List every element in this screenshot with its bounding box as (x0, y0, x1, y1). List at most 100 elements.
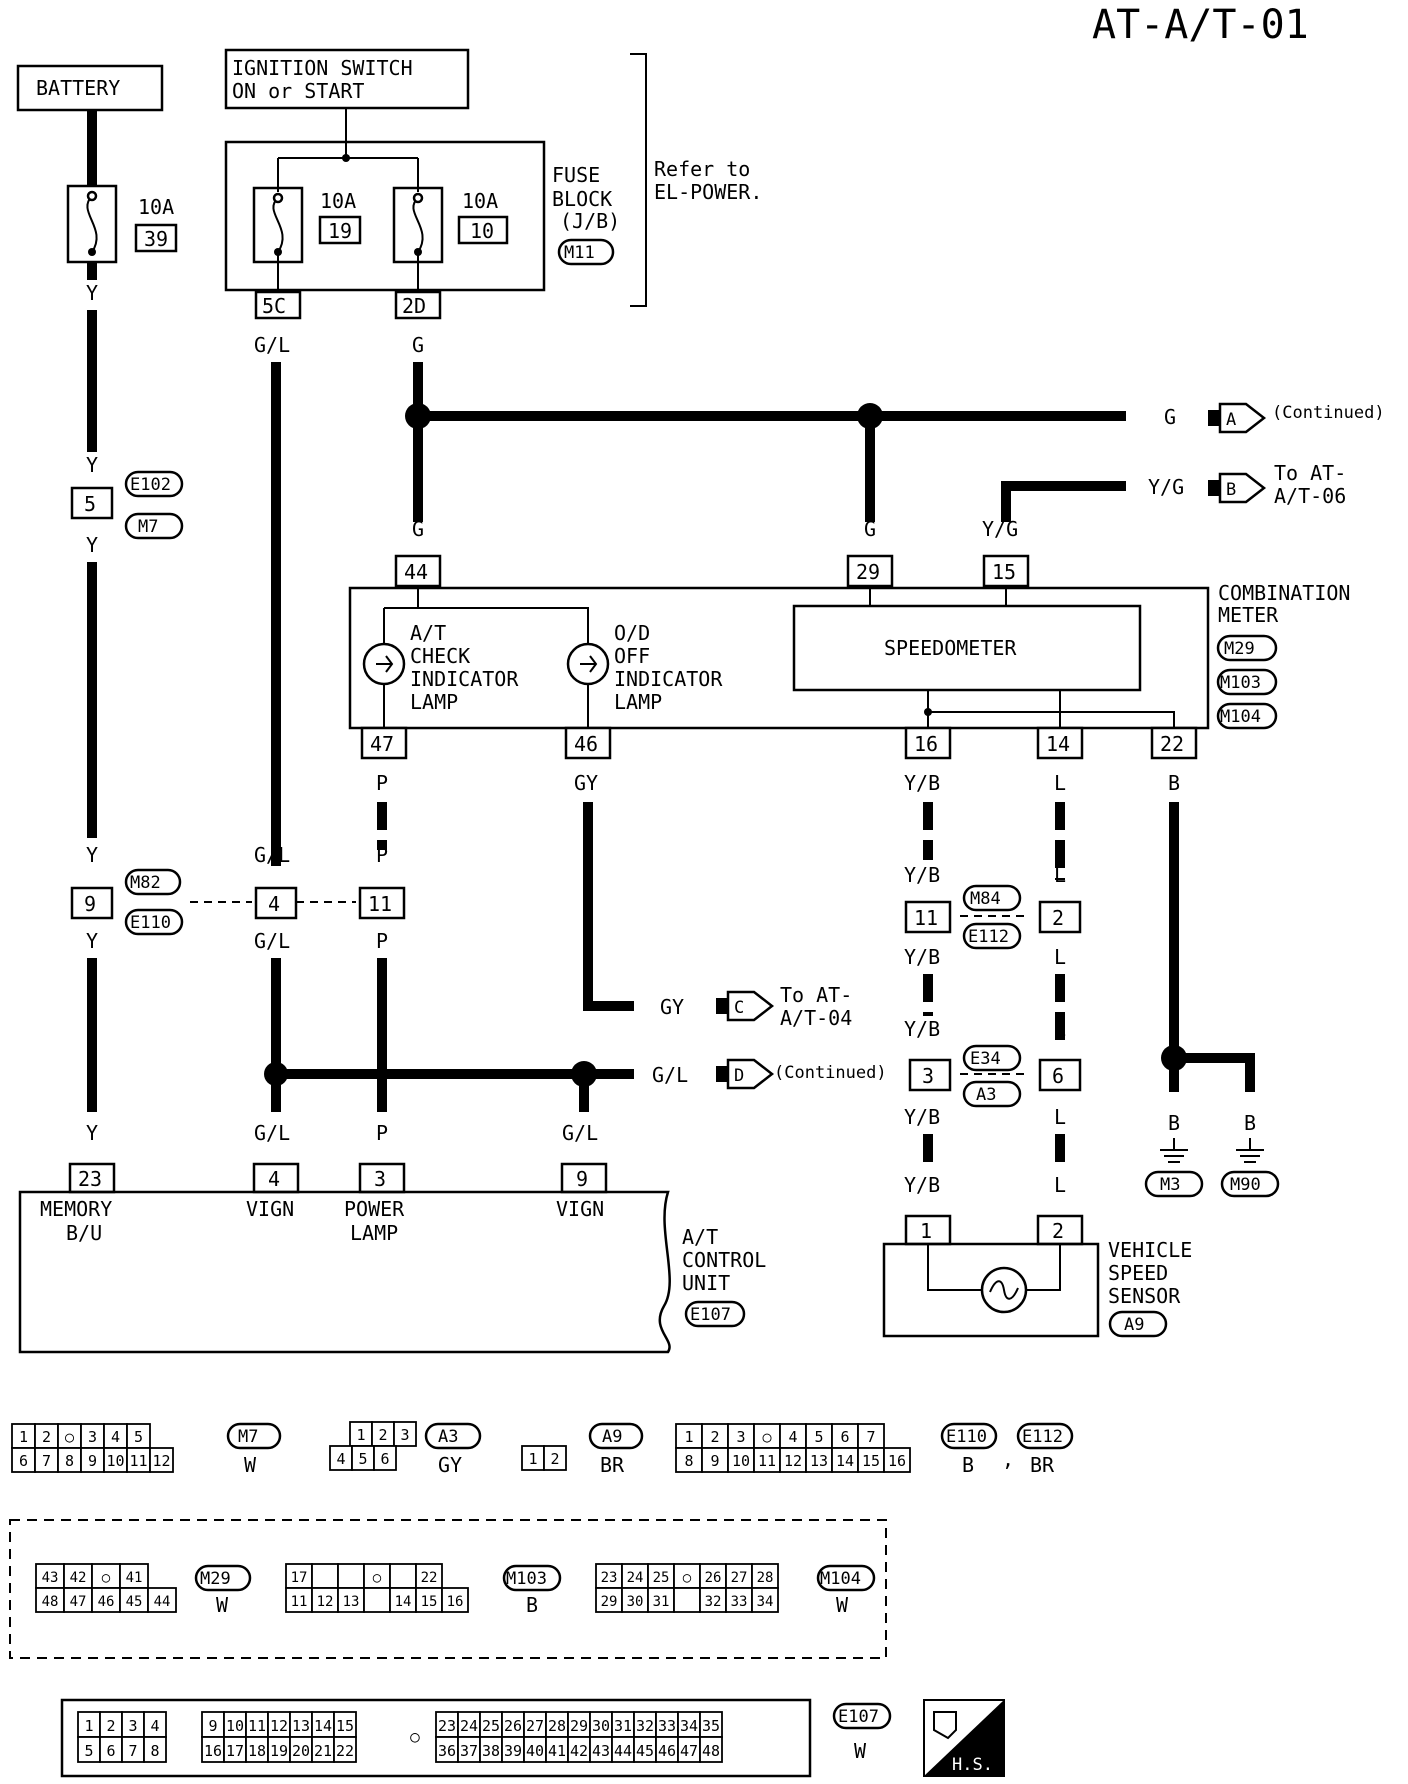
pin-11a (358, 886, 406, 920)
connector-cell (727, 1447, 755, 1473)
m103-color: B (526, 1593, 538, 1617)
m11-oval (557, 238, 615, 266)
connector-pin-number: 36 (438, 1742, 456, 1760)
connector-pin-number: 5 (814, 1428, 823, 1446)
connector-pin-number: 3 (400, 1426, 409, 1444)
connector-pin-number: 1 (84, 1717, 93, 1735)
m7-oval (124, 512, 184, 540)
connector-pin-number: 7 (866, 1428, 875, 1446)
connector-pin-number: 11 (291, 1594, 308, 1610)
tcu-power1: POWER (344, 1197, 405, 1221)
a9-face-oval (588, 1422, 644, 1450)
offpage-d-arrow (726, 1058, 775, 1090)
e107-oval (684, 1300, 746, 1328)
connector-pin-number: 42 (70, 1570, 87, 1586)
wire-label-l4: L (1054, 1017, 1066, 1041)
connector-pin-number: 13 (292, 1717, 310, 1735)
connector-cell (675, 1447, 703, 1473)
pin-11b-label: 11 (914, 906, 938, 930)
connector-pin-number: 23 (601, 1570, 618, 1586)
vss-box (882, 1242, 1100, 1338)
wire-label-y4: Y (86, 843, 98, 867)
m11-label: M11 (564, 243, 595, 263)
pin-9b-label: 9 (576, 1167, 588, 1191)
m103-label: M103 (1220, 673, 1261, 693)
m7-color: W (244, 1453, 257, 1477)
connector-cell (751, 1563, 779, 1589)
pin-47-label: 47 (370, 732, 394, 756)
connector-pin-number: 2 (42, 1428, 51, 1446)
connector-cell (91, 1587, 121, 1613)
connector-pin-number: 48 (42, 1594, 59, 1610)
connector-cell (543, 1445, 567, 1471)
m104-face-oval (816, 1564, 876, 1592)
connector-pin-number: ○ (373, 1570, 382, 1586)
e112-oval (962, 922, 1022, 950)
e34-label: E34 (970, 1049, 1001, 1069)
wire-label-l2: L (1054, 863, 1066, 887)
connector-pin-number: 25 (653, 1570, 670, 1586)
e107-face-oval (832, 1702, 892, 1730)
wire-label-y6: Y (86, 1121, 98, 1145)
m3-oval (1144, 1170, 1204, 1198)
connector-pin-number: 20 (292, 1742, 310, 1760)
fuse39-term-bot (88, 248, 96, 256)
connector-pin-number: 38 (482, 1742, 500, 1760)
connector-cell (647, 1563, 675, 1589)
fuse19-element (272, 197, 284, 253)
pin-4a (254, 886, 298, 920)
offpage-a-arrow (1218, 402, 1267, 434)
connector-pin-number: 4 (111, 1428, 120, 1446)
fuse10-numbox (457, 215, 509, 245)
tcu-power2: LAMP (350, 1221, 398, 1245)
harness-connector-icon (933, 1711, 957, 1740)
m90-oval (1220, 1170, 1280, 1198)
connector-pin-number: 6 (840, 1428, 849, 1446)
connector-pin-number: 13 (810, 1452, 828, 1470)
od-off-l2: OFF (614, 644, 650, 668)
fuse-block-l2: BLOCK (552, 187, 612, 211)
connector-cell (647, 1587, 675, 1613)
connector-cell (595, 1587, 623, 1613)
wire-label-yb3: Y/B (904, 945, 940, 969)
connector-pin-number: 22 (336, 1742, 354, 1760)
connector-pin-number: 3 (128, 1717, 137, 1735)
e112-face-oval (1016, 1422, 1074, 1450)
wire-yg (1001, 481, 1126, 522)
pin-4a-label: 4 (268, 892, 280, 916)
connector-pin-number: 4 (336, 1450, 345, 1468)
ignition-line1: IGNITION SWITCH (232, 56, 413, 80)
tcu-vign1: VIGN (246, 1197, 294, 1221)
wire-label-l3: L (1054, 945, 1066, 969)
m3-label: M3 (1160, 1175, 1180, 1195)
connector-cell (699, 1736, 723, 1763)
wire-label-y1: Y (86, 281, 98, 305)
at-check-l4: LAMP (410, 690, 458, 714)
a3-oval (962, 1080, 1022, 1108)
m104-color: W (836, 1593, 849, 1617)
e112-label: E112 (968, 927, 1009, 947)
e110-label: E110 (130, 913, 171, 933)
pin-2b (1036, 1214, 1084, 1246)
ignition-line2: ON or START (232, 79, 364, 103)
wire-label-g4: G (1164, 405, 1176, 429)
connector-pin-number: 2 (106, 1717, 115, 1735)
wire-label-yb4: Y/B (904, 1017, 940, 1041)
wire-label-gl3: G/L (254, 929, 290, 953)
pin-5C (254, 290, 302, 320)
connector-pin-number: 12 (270, 1717, 288, 1735)
connector-pin-number: 22 (421, 1570, 438, 1586)
tcu-memory1: MEMORY (40, 1197, 112, 1221)
vss-l3: SENSOR (1108, 1284, 1181, 1308)
connector-pin-number: 34 (680, 1717, 698, 1735)
wire-label-gy1: GY (574, 771, 598, 795)
fuse39-element (86, 195, 98, 253)
a3-face-label: A3 (438, 1427, 458, 1447)
m29-label: M29 (1224, 639, 1255, 659)
connector-pin-number: 26 (504, 1717, 522, 1735)
wire-label-l6: L (1054, 1173, 1066, 1197)
connector-pin-number: 28 (548, 1717, 566, 1735)
